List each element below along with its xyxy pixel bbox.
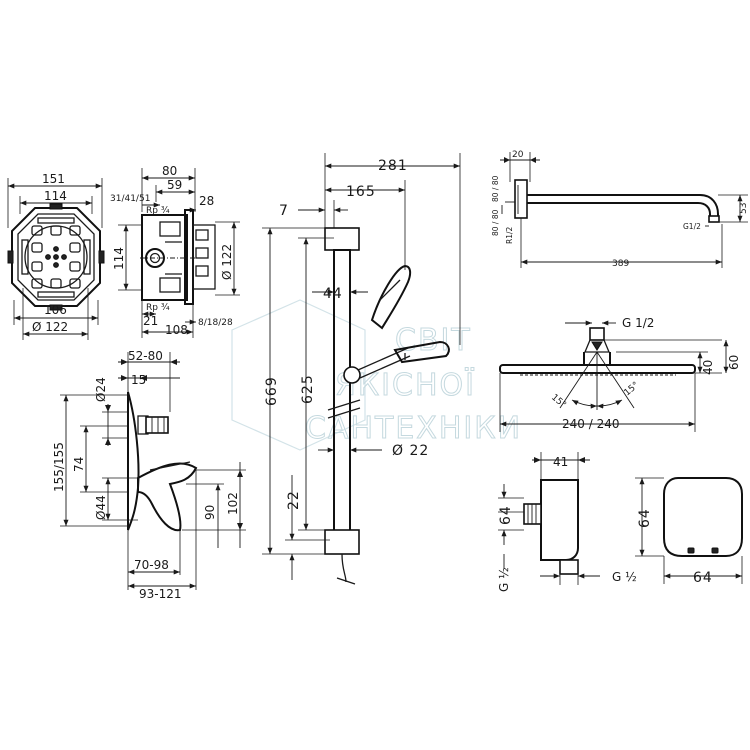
head-disc: [499, 364, 696, 374]
dim-80-80-a: 80 / 80: [491, 175, 500, 202]
dim-d122: Ø 122: [32, 320, 68, 334]
label-outlet-g12-horizontal: G ½: [612, 570, 637, 584]
dim-52-80: 52-80: [128, 349, 163, 363]
dim-102: 102: [226, 492, 240, 515]
dim-41: 41: [553, 455, 568, 469]
overhead-shower-view: G 1/2 15° 15° 40 60 240 / 240: [499, 316, 741, 432]
dim-281: 281: [378, 158, 408, 174]
label-outlet-g12-vertical: G ½: [497, 567, 511, 592]
dim-155-155: 155/155: [52, 442, 66, 492]
mixer-trim-view: 52-80 15 155/155 74 Ø24 Ø44: [52, 349, 246, 601]
angle-15-left: 15°: [549, 393, 568, 411]
dim-106: 106: [44, 303, 67, 317]
dim-165: 165: [346, 184, 376, 200]
hand-shower-handle: [393, 340, 450, 364]
arm-wall-flange: [514, 179, 528, 219]
watermark-logo-shape: [231, 299, 366, 451]
dim-53: 53: [739, 203, 749, 214]
hand-shower-head: [370, 264, 412, 330]
box-side-body: [141, 214, 188, 301]
head-connector: [589, 327, 605, 341]
dim-240-240: 240 / 240: [562, 417, 619, 431]
dim-74: 74: [72, 457, 86, 472]
dim-22: 22: [286, 490, 302, 510]
rail-bottom-bracket: [324, 529, 360, 555]
wall-outlet-side-view: 41 64 G ½ G ½: [497, 452, 637, 592]
rail-top-bracket: [324, 227, 360, 251]
dim-93-121: 93-121: [139, 587, 182, 601]
label-rp-bottom: Rp ¾: [146, 303, 170, 313]
mixer-connector: [145, 416, 169, 434]
dim-64-side: 64: [498, 505, 514, 525]
dim-44: 44: [323, 286, 343, 302]
dim-80: 80: [162, 164, 177, 178]
label-r12: R1/2: [505, 226, 514, 244]
dim-d22: Ø 22: [392, 443, 429, 459]
dim-151: 151: [42, 172, 65, 186]
dim-64-front-horizontal: 64: [693, 570, 713, 586]
dim-114: 114: [44, 189, 67, 203]
watermark-line-1: СВІТ: [395, 323, 472, 358]
arm-outlet-nut: [708, 215, 720, 223]
label-rp-top: Rp ¾: [146, 206, 170, 216]
dim-40: 40: [701, 360, 715, 375]
concealed-box-front-view: 151 114: [7, 172, 105, 340]
mixer-lever: [137, 462, 198, 532]
dim-d44: Ø44: [94, 495, 108, 520]
dim-d122-vertical: Ø 122: [220, 244, 234, 280]
dim-21: 21: [143, 314, 158, 328]
label-head-g12: G 1/2: [622, 316, 654, 330]
dim-70-98: 70-98: [134, 558, 169, 572]
shower-rail-view: 281 165 7 44: [262, 153, 461, 585]
dim-31-41-51: 31/41/51: [110, 194, 150, 204]
watermark: СВІТ ЯКІСНОЇ САНТЕХНІКИ: [231, 299, 522, 451]
outlet-hose-connector: [523, 503, 542, 525]
rail-slider-knob: [343, 366, 361, 384]
dim-64-front-vertical: 64: [637, 508, 653, 528]
label-arm-g12: G1/2: [683, 222, 701, 231]
wall-outlet-front-view: 64 64: [635, 477, 743, 586]
concealed-box-side-view: 80 59 31/41/51 28 Rp ¾ 114 Ø 122 Rp ¾: [110, 164, 240, 338]
dim-28: 28: [199, 194, 214, 208]
dim-114-vertical: 114: [112, 247, 126, 270]
dim-80-80-b: 80 / 80: [491, 209, 500, 236]
dim-389: 389: [612, 259, 629, 269]
box-octagon: [11, 207, 101, 307]
shower-arm-view: 20 80 / 80 80 / 80 R1/2 G1/2 53 389: [491, 150, 749, 269]
dim-7: 7: [279, 203, 289, 219]
dim-625: 625: [300, 374, 316, 404]
outlet-front-plate: [663, 477, 743, 557]
dim-15: 15: [131, 373, 146, 387]
mixer-escutcheon: [127, 391, 140, 531]
arm-pipe: [527, 194, 719, 218]
dim-90: 90: [203, 505, 217, 520]
dim-669: 669: [264, 376, 280, 406]
dim-8-18-28: 8/18/28: [198, 318, 233, 328]
dim-60: 60: [727, 355, 741, 370]
dim-59: 59: [167, 178, 182, 192]
outlet-body: [540, 479, 579, 561]
watermark-line-3: САНТЕХНІКИ: [305, 411, 522, 446]
dim-20: 20: [512, 150, 524, 160]
dim-108: 108: [165, 323, 188, 337]
dim-d24: Ø24: [94, 377, 108, 402]
